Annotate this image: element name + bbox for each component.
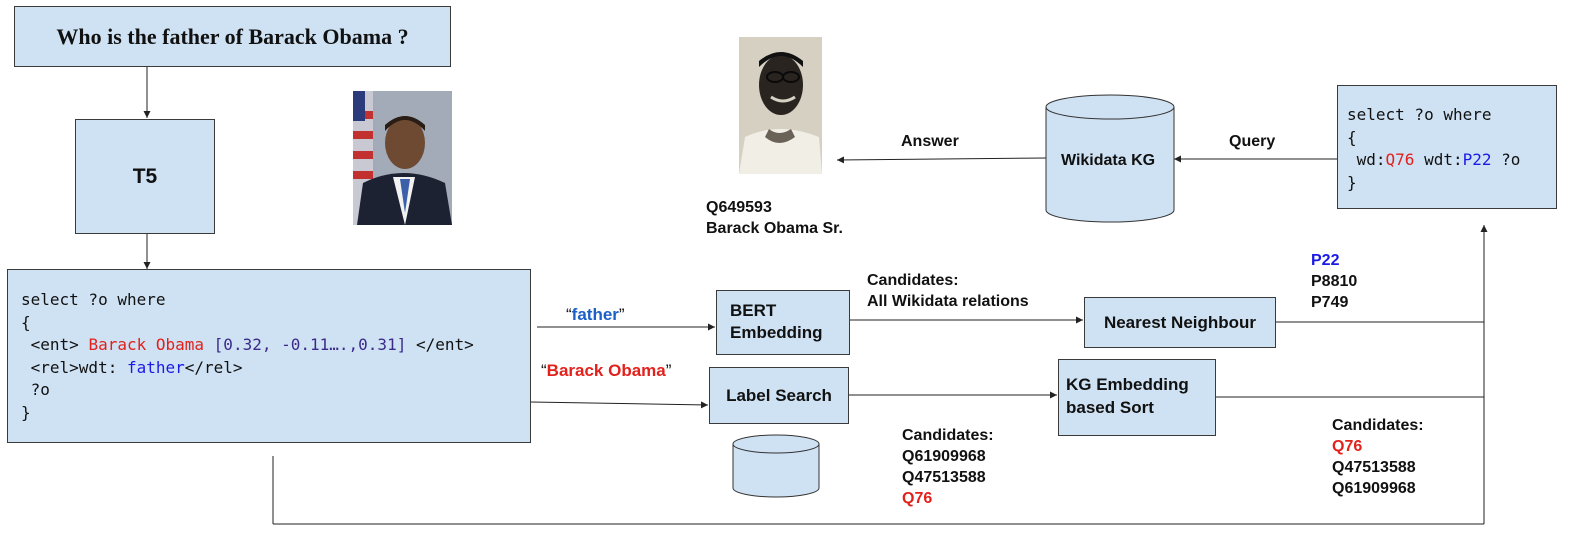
kg-label-text: Wikidata KG: [1061, 152, 1156, 169]
rel-result-1: P22: [1311, 252, 1340, 269]
rel-quote-close: ”: [618, 305, 625, 324]
t5-model-box: T5: [75, 119, 215, 234]
sorted-candidate-2: Q47513588: [1332, 459, 1416, 476]
answer-id: Q649593: [706, 199, 772, 216]
answer-name: Barack Obama Sr.: [706, 220, 843, 237]
template-line-var: ?o: [21, 379, 530, 402]
rel-candidates-desc: All Wikidata relations: [867, 293, 1029, 310]
nearest-neighbour-text: Nearest Neighbour: [1103, 312, 1257, 332]
ent-quote-word: Barack Obama: [546, 361, 666, 380]
label-index-cylinder: [732, 434, 820, 498]
barack-obama-sr-photo: [739, 37, 822, 174]
wikidata-kg-label: Wikidata KG: [1061, 150, 1155, 171]
sorted-candidate-3: Q61909968: [1332, 480, 1416, 497]
relation-label: father: [126, 357, 185, 377]
ent-open-tag: <ent>: [21, 335, 89, 354]
rel-result-2: P8810: [1311, 273, 1358, 290]
final-relation-id: P22: [1462, 150, 1492, 169]
rel-result-3: P749: [1311, 294, 1349, 311]
sorted-candidates: Candidates: Q76 Q47513588 Q61909968: [1332, 415, 1424, 499]
rel-open-tag: <rel>wdt:: [21, 357, 127, 377]
sorted-candidate-1: Q76: [1332, 438, 1363, 455]
entity-quote: “Barack Obama”: [541, 360, 671, 381]
sorted-candidates-title: Candidates:: [1332, 417, 1424, 434]
template-line-open-brace: {: [21, 312, 530, 335]
rel-quote-word: father: [571, 305, 619, 324]
query-arrow-label: Query: [1229, 131, 1275, 152]
relation-candidates: Candidates: All Wikidata relations: [867, 270, 1029, 312]
query-label-text: Query: [1229, 133, 1276, 150]
arrow-to-label-search: [530, 401, 709, 409]
wikidata-kg-cylinder: [1045, 94, 1175, 223]
ent-close-tag: </ent>: [406, 335, 474, 354]
template-line-entity: <ent> Barack Obama [0.32, -0.11….,0.31] …: [21, 334, 530, 357]
bert-line1: BERT: [730, 301, 777, 320]
nearest-neighbour-box: Nearest Neighbour: [1084, 297, 1276, 348]
entity-vector: [0.32, -0.11….,0.31]: [213, 335, 407, 354]
ent-quote-close: ”: [665, 361, 672, 380]
final-prefix-wdt: wdt:: [1414, 150, 1463, 169]
portrait-illustration: [353, 91, 452, 225]
label-search-text: Label Search: [726, 385, 832, 405]
template-close-brace: }: [21, 402, 31, 422]
final-line-select: select ?o where: [1347, 104, 1556, 127]
final-line-close-brace: }: [1347, 172, 1556, 195]
t5-label: T5: [132, 164, 158, 188]
entity-label: Barack Obama: [88, 335, 205, 354]
template-line-select: select ?o where: [21, 289, 530, 312]
final-query-box: select ?o where { wd:Q76 wdt:P22 ?o }: [1337, 85, 1557, 209]
answer-entity: Q649593 Barack Obama Sr.: [706, 197, 843, 239]
template-select-text: select ?o where: [21, 290, 166, 309]
final-prefix-wd: wd:: [1347, 150, 1386, 169]
label-search-box: Label Search: [709, 367, 849, 424]
rel-candidates-title: Candidates:: [867, 272, 959, 289]
final-line-open-brace: {: [1347, 127, 1556, 150]
template-line-relation: <rel>wdt: father</rel>: [21, 357, 530, 380]
portrait-illustration-sepia: [739, 37, 822, 174]
rel-quote-open: “: [566, 305, 572, 324]
bert-embedding-box: BERT Embedding: [716, 290, 850, 355]
relation-quote: “father”: [566, 304, 625, 325]
answer-label-text: Answer: [901, 133, 959, 150]
entity-candidates: Candidates: Q61909968 Q47513588 Q76: [902, 425, 994, 509]
final-entity-id: Q76: [1385, 150, 1415, 169]
final-line-triple: wd:Q76 wdt:P22 ?o: [1347, 149, 1556, 172]
template-var: ?o: [21, 380, 50, 399]
rel-close-tag: </rel>: [184, 357, 243, 377]
relation-results: P22 P8810 P749: [1311, 250, 1357, 313]
kg-embedding-sort-box: KG Embedding based Sort: [1058, 359, 1216, 436]
final-close-brace: }: [1347, 172, 1357, 192]
question-box: Who is the father of Barack Obama ?: [14, 6, 451, 67]
ent-candidate-2: Q47513588: [902, 469, 986, 486]
final-var: ?o: [1491, 150, 1521, 169]
bert-line2: Embedding: [730, 323, 823, 342]
final-open-brace: {: [1347, 127, 1357, 147]
kg-sort-line2: based Sort: [1066, 398, 1154, 417]
kg-sort-line1: KG Embedding: [1066, 375, 1189, 394]
final-select-text: select ?o where: [1347, 105, 1492, 124]
ent-candidate-1: Q61909968: [902, 448, 986, 465]
ent-quote-open: “: [541, 361, 547, 380]
barack-obama-photo: [353, 91, 452, 225]
ent-candidate-3: Q76: [902, 490, 933, 507]
answer-arrow-label: Answer: [901, 131, 959, 152]
query-template-box: select ?o where { <ent> Barack Obama [0.…: [7, 269, 531, 443]
question-text: Who is the father of Barack Obama ?: [56, 23, 409, 49]
arrow-kg-to-answer: [836, 156, 1047, 164]
template-line-close-brace: }: [21, 402, 530, 425]
ent-candidates-title: Candidates:: [902, 427, 994, 444]
template-open-brace: {: [21, 312, 31, 332]
